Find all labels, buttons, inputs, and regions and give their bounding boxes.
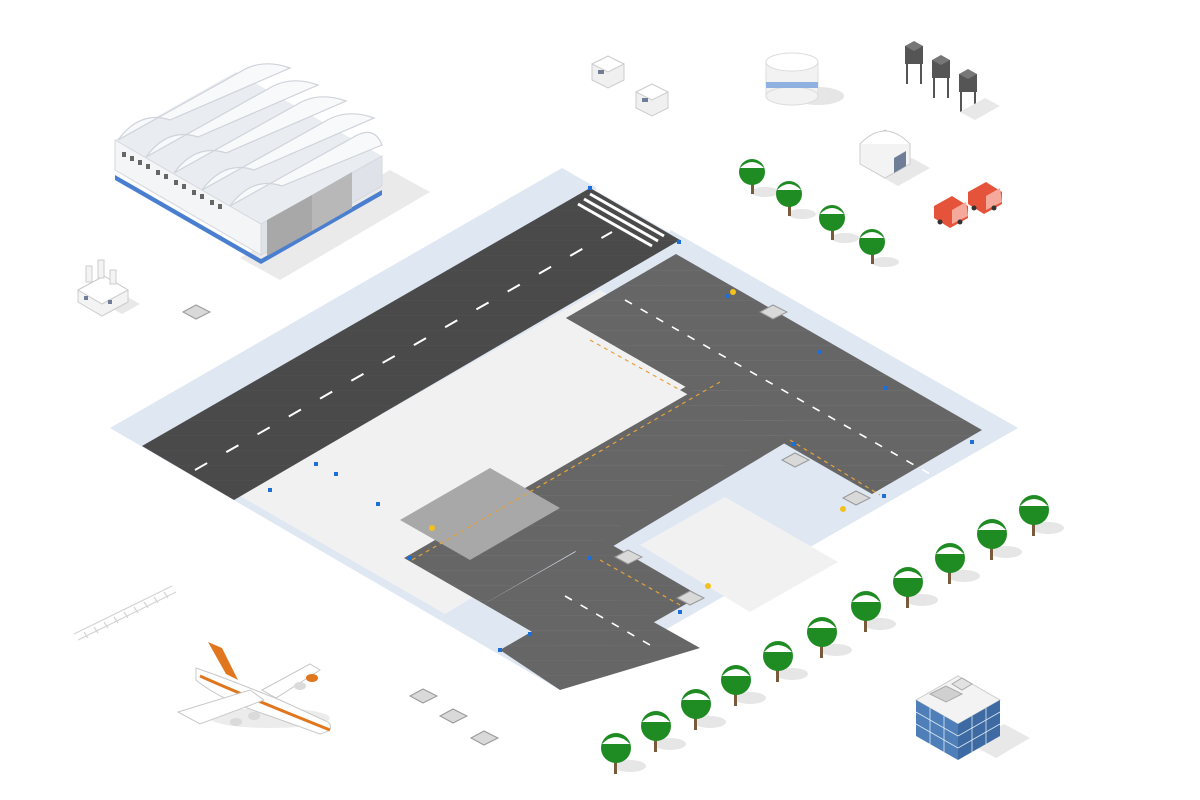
tree-icon — [851, 591, 896, 632]
edge-lights — [268, 186, 974, 652]
ground-worker-icon — [429, 289, 846, 589]
factory-icon — [76, 259, 140, 317]
office-building-icon — [914, 675, 1030, 760]
tree-icon — [776, 181, 816, 219]
manhole-icon — [181, 304, 872, 746]
tree-icon — [641, 711, 686, 752]
tree-icon — [739, 159, 779, 197]
tree-icon — [721, 665, 766, 706]
tree-row-lower — [601, 495, 1064, 774]
tree-icon — [601, 733, 646, 774]
runway — [142, 187, 680, 500]
tree-icon — [977, 519, 1022, 560]
tree-icon — [1019, 495, 1064, 536]
rail-track-icon — [73, 585, 177, 641]
tree-icon — [763, 641, 808, 682]
tree-icon — [859, 229, 899, 267]
tree-icon — [893, 567, 938, 608]
water-tower-icon — [905, 41, 1000, 120]
fuel-truck-icon — [934, 182, 1002, 228]
airplane-icon — [176, 642, 332, 735]
tree-row-upper — [739, 159, 899, 267]
airfield-base — [110, 168, 1018, 690]
tree-icon — [819, 205, 859, 243]
taxiways — [400, 254, 982, 690]
tree-icon — [681, 689, 726, 730]
garage-icon — [859, 129, 930, 186]
small-house-icon — [590, 55, 670, 117]
storage-tank-icon — [765, 52, 844, 106]
hangar-icon — [114, 63, 430, 280]
tree-icon — [807, 617, 852, 658]
runway-threshold — [577, 187, 671, 248]
tree-icon — [935, 543, 980, 584]
